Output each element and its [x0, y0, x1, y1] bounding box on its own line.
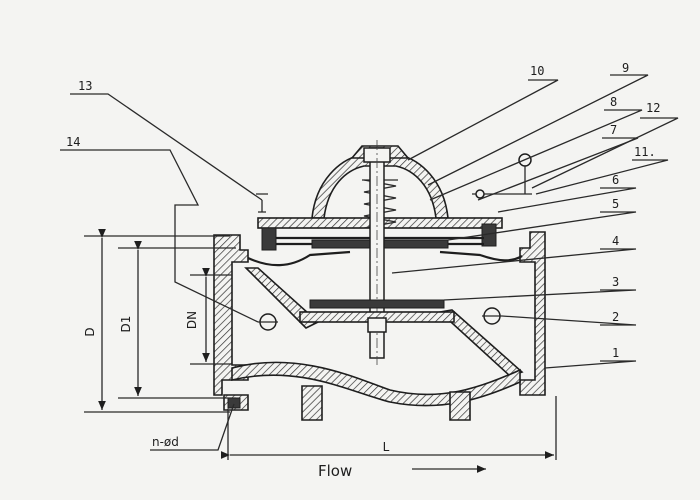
leader-lines	[60, 74, 679, 369]
callout-1: 1	[612, 346, 619, 360]
valve-disc	[299, 299, 455, 333]
callout-11: 11.	[634, 145, 656, 159]
dimension-lines	[84, 228, 557, 473]
callout-6: 6	[612, 173, 619, 187]
callout-10: 10	[530, 64, 544, 78]
callout-7: 7	[610, 123, 617, 137]
callout-14: 14	[66, 135, 80, 149]
callout-4: 4	[612, 234, 619, 248]
callout-5: 5	[612, 197, 619, 211]
callout-12: 12	[646, 101, 660, 115]
callout-2: 2	[612, 310, 619, 324]
dim-DN: DN	[185, 311, 199, 329]
callout-9: 9	[622, 61, 629, 75]
callout-labels: 13 14 10 9 8 12 7 11. 6 5 4 3 2 1	[66, 61, 660, 360]
dim-L: L	[383, 440, 390, 454]
fittings	[256, 153, 532, 331]
flow-label: Flow	[318, 462, 352, 480]
callout-8: 8	[610, 95, 617, 109]
valve-body	[213, 231, 546, 421]
callout-3: 3	[612, 275, 619, 289]
callout-13: 13	[78, 79, 92, 93]
dim-bolt-holes: n-ød	[152, 435, 179, 449]
dim-D1: D1	[119, 316, 133, 333]
dim-D: D	[83, 327, 97, 336]
dimension-labels: D D1 DN L n-ød Flow	[83, 311, 390, 480]
